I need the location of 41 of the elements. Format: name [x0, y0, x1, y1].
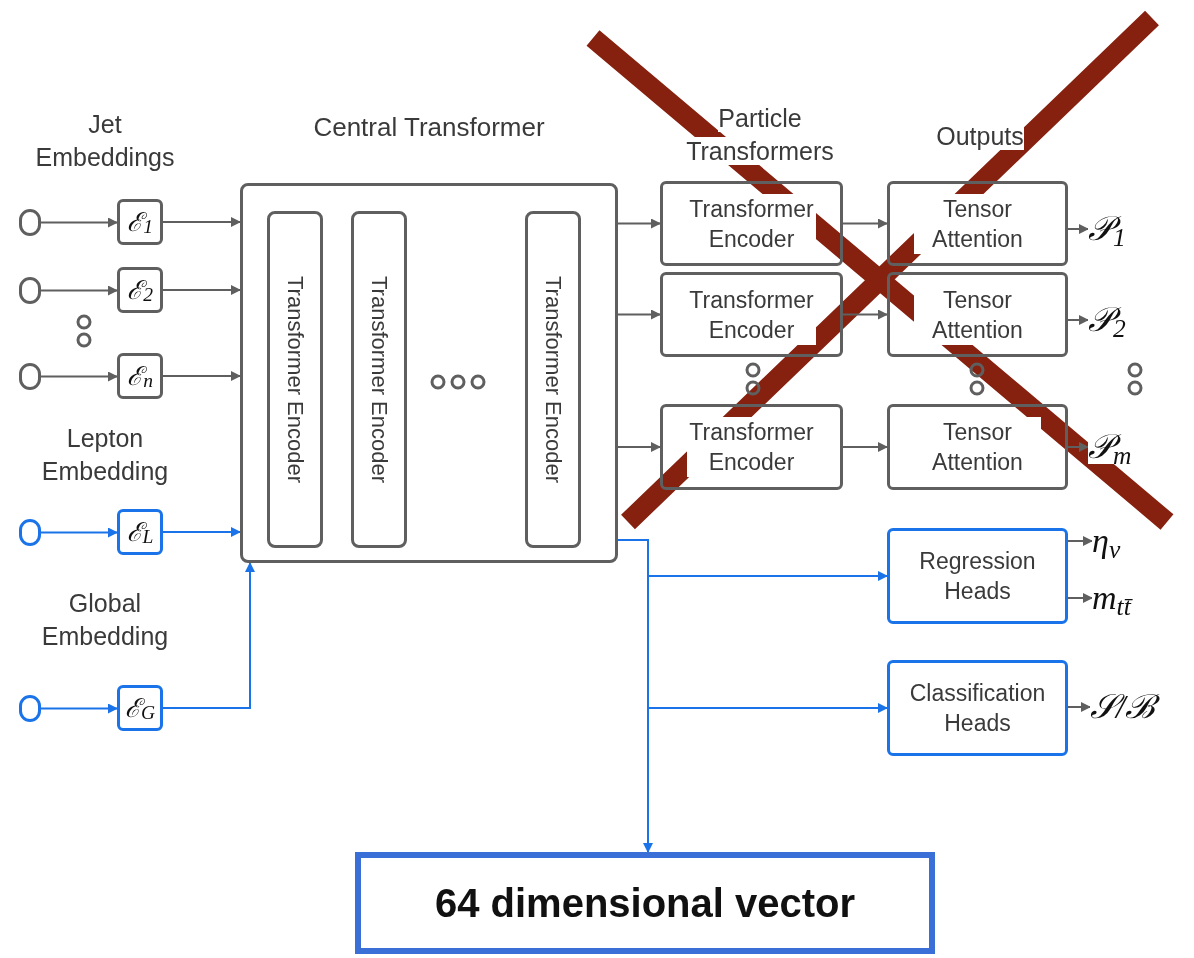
arrow — [40, 371, 118, 382]
embedding-box: ℰ$_{G}$ — [117, 685, 163, 731]
arrow — [162, 562, 255, 709]
process-box: Regression Heads — [887, 528, 1068, 624]
arrow — [162, 285, 241, 295]
arrow — [1067, 536, 1093, 546]
embedding-box: ℰ$_{1}$ — [117, 199, 163, 245]
arrow — [162, 371, 241, 381]
process-box: Tensor Attention — [887, 272, 1068, 357]
arrow — [40, 285, 118, 296]
process-box: Transformer Encoder — [660, 404, 843, 490]
process-box: Transformer Encoder — [660, 181, 843, 266]
arrow — [617, 218, 661, 229]
arrow — [842, 442, 888, 452]
arrow — [40, 703, 118, 714]
process-box: Transformer Encoder — [660, 272, 843, 357]
box-heading: Central Transformer — [312, 111, 546, 144]
embedding-box: ℰ$_{L}$ — [117, 509, 163, 555]
arrow — [842, 218, 888, 229]
encoder-box: Transformer Encoder — [525, 211, 581, 548]
arrow — [617, 539, 653, 853]
embedding-box: ℰ$_{n}$ — [117, 353, 163, 399]
encoder-box: Transformer Encoder — [267, 211, 323, 548]
arrow — [1067, 442, 1089, 452]
process-box: Tensor Attention — [887, 404, 1068, 490]
output-vector-box: 64 dimensional vector — [355, 852, 935, 954]
arrow — [1067, 593, 1093, 603]
arrow — [1067, 315, 1089, 325]
arrow — [617, 442, 661, 452]
arrow — [162, 527, 241, 537]
arrow — [40, 527, 118, 538]
arrow — [1067, 702, 1091, 712]
encoder-box: Transformer Encoder — [351, 211, 407, 548]
arrow — [617, 309, 661, 320]
arrow — [842, 309, 888, 320]
arrow — [40, 217, 118, 228]
arrow — [1067, 224, 1089, 234]
arrow — [162, 217, 241, 227]
process-box: Classification Heads — [887, 660, 1068, 756]
process-box: Tensor Attention — [887, 181, 1068, 266]
embedding-box: ℰ$_{2}$ — [117, 267, 163, 313]
